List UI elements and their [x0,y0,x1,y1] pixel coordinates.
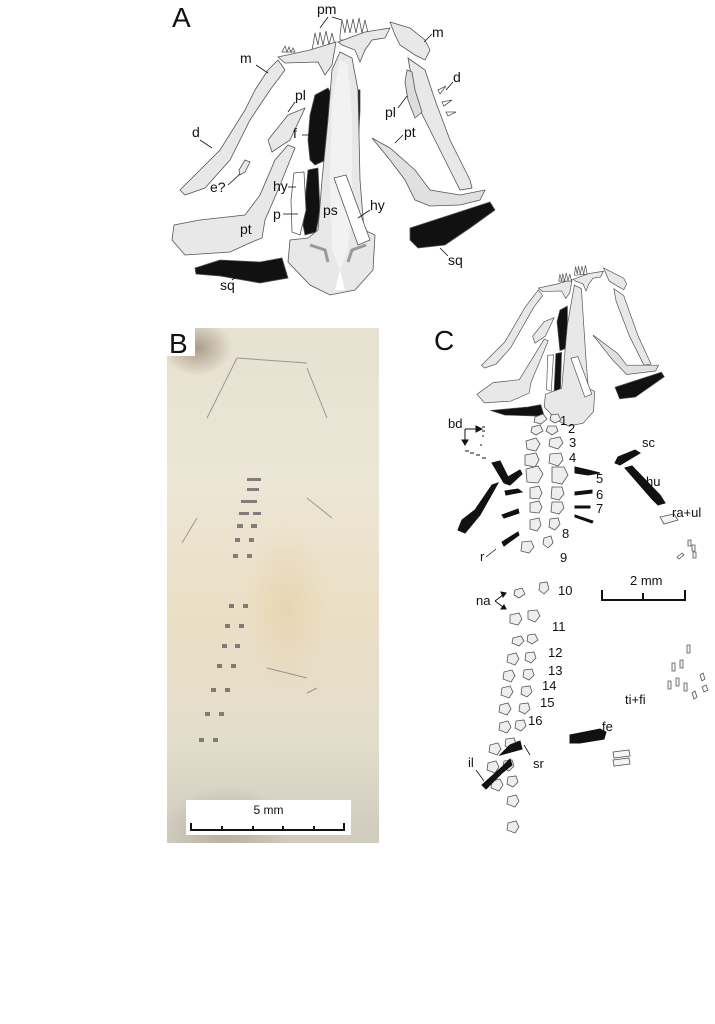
panel-c: C [420,255,715,845]
svg-text:9: 9 [560,550,567,565]
panel-a-letter: A [172,2,191,33]
svg-text:16: 16 [528,713,542,728]
panel-a: A [160,0,500,300]
scalebar-5mm: 5 mm [186,800,351,835]
svg-text:bd: bd [448,416,462,431]
fossil-texture [181,357,333,742]
svg-text:3: 3 [569,435,576,450]
svg-text:7: 7 [596,501,603,516]
svg-text:f: f [293,125,297,141]
svg-text:hy: hy [370,197,385,213]
svg-text:hy: hy [273,178,288,194]
svg-text:ti+fi: ti+fi [625,692,646,707]
svg-text:d: d [192,124,200,140]
svg-text:d: d [453,69,461,85]
svg-text:pt: pt [240,221,252,237]
svg-text:1: 1 [560,413,567,428]
svg-text:r: r [480,549,485,564]
svg-text:na: na [476,593,491,608]
svg-text:pl: pl [385,104,396,120]
svg-text:12: 12 [548,645,562,660]
svg-text:fe: fe [602,719,613,734]
svg-text:p: p [273,206,281,222]
scalebar-label: 5 mm [253,803,284,817]
svg-text:10: 10 [558,583,572,598]
svg-text:4: 4 [569,450,576,465]
svg-text:15: 15 [540,695,554,710]
svg-text:sq: sq [448,252,463,268]
svg-text:2: 2 [568,421,575,436]
svg-text:m: m [240,50,252,66]
scalebar-2mm-label: 2 mm [630,573,663,588]
svg-text:5: 5 [596,471,603,486]
svg-text:sc: sc [642,435,656,450]
svg-text:ps: ps [323,202,338,218]
svg-text:pt: pt [404,124,416,140]
svg-text:13: 13 [548,663,562,678]
svg-text:14: 14 [542,678,556,693]
svg-text:8: 8 [562,526,569,541]
vertebra-numbers: 1 2 3 4 5 6 7 8 9 10 11 12 13 14 15 16 [528,413,603,728]
skeleton-drawing: 2 mm bd sc hu ra+ul r na fe ti+fi sr il … [448,265,709,834]
svg-text:hu: hu [646,474,660,489]
svg-text:ra+ul: ra+ul [672,505,701,520]
svg-text:il: il [468,755,474,770]
skull-drawing: pm m m d d pl pl f pt e? hy p ps [171,1,496,296]
panel-b-letter: B [169,328,188,359]
svg-text:sq: sq [220,277,235,293]
svg-text:sr: sr [533,756,545,771]
label-pm: pm [317,1,336,17]
fossil-photo: B 5 mm [167,328,379,843]
panel-b-label-bg [167,328,195,356]
svg-text:m: m [432,24,444,40]
svg-text:pl: pl [295,87,306,103]
svg-text:11: 11 [552,619,566,634]
svg-text:6: 6 [596,487,603,502]
svg-text:e?: e? [210,179,226,195]
panel-c-letter: C [434,325,455,356]
